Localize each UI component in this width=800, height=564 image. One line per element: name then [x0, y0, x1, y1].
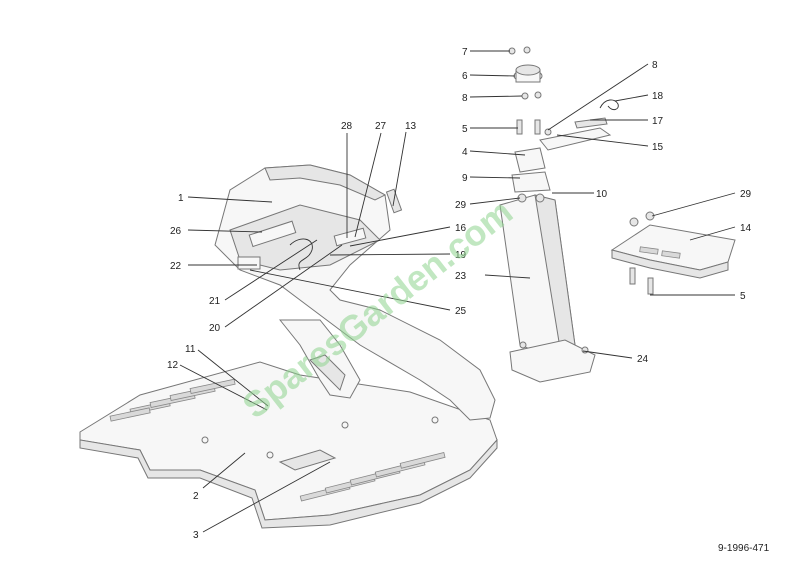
callout-3: 3 — [193, 530, 199, 541]
right-footrest-slots — [299, 452, 446, 502]
callout-18: 18 — [652, 91, 664, 102]
callouts: 1 2 3 4 5 5 6 7 8 8 9 10 11 12 13 14 15 … — [167, 47, 752, 541]
callout-21: 21 — [209, 296, 221, 307]
callout-29-left: 29 — [455, 200, 467, 211]
left-footrest-slots — [109, 378, 236, 422]
callout-12: 12 — [167, 360, 179, 371]
steering-column — [499, 46, 619, 383]
callout-25: 25 — [455, 306, 467, 317]
callout-6: 6 — [462, 71, 468, 82]
callout-29-right: 29 — [740, 189, 752, 200]
callout-7: 7 — [462, 47, 468, 58]
callout-10: 10 — [596, 189, 608, 200]
callout-28: 28 — [341, 121, 353, 132]
callout-22: 22 — [170, 261, 182, 272]
callout-26: 26 — [170, 226, 182, 237]
fender-shell — [214, 164, 496, 421]
callout-9: 9 — [462, 173, 468, 184]
callout-23: 23 — [455, 271, 467, 282]
callout-8-left: 8 — [462, 93, 468, 104]
callout-13: 13 — [405, 121, 417, 132]
callout-11: 11 — [185, 344, 196, 355]
callout-15: 15 — [652, 142, 664, 153]
callout-8-right: 8 — [652, 60, 658, 71]
callout-27: 27 — [375, 121, 387, 132]
callout-5-right: 5 — [740, 291, 746, 302]
callout-2: 2 — [193, 491, 199, 502]
leader-lines — [179, 50, 736, 533]
callout-16: 16 — [455, 223, 467, 234]
callout-20: 20 — [209, 323, 221, 334]
callout-24: 24 — [637, 354, 649, 365]
callout-14: 14 — [740, 223, 752, 234]
callout-4: 4 — [462, 147, 468, 158]
callout-19: 19 — [455, 250, 467, 261]
callout-17: 17 — [652, 116, 664, 127]
pedal-bracket — [610, 211, 736, 295]
callout-5-top: 5 — [462, 124, 468, 135]
drawing-code: 9-1996-471 — [718, 543, 770, 554]
callout-1: 1 — [178, 193, 184, 204]
body-pan — [79, 361, 498, 529]
